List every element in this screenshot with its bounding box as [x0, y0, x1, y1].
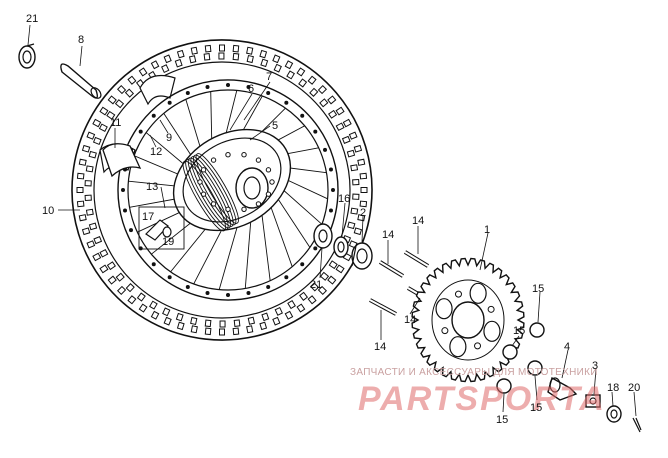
part-label-20: 20 [628, 382, 640, 394]
nuts-15 [496, 322, 545, 394]
watermark-caption: ЗАПЧАСТИ И АКСЕССУАРЫ ДЛЯ МОТОТЕХНИКИ [350, 367, 598, 378]
part-label-21: 21 [26, 13, 38, 25]
part-label-14-top: 14 [412, 215, 424, 227]
part-label-13: 13 [146, 181, 158, 193]
watermark-brand: PARTSPORTA [358, 380, 606, 418]
spacer-tube-8 [60, 63, 102, 99]
part-label-14-bottom: 14 [374, 341, 386, 353]
rim-band-11 [102, 143, 142, 178]
part-label-16: 16 [338, 193, 350, 205]
axle-spacer-4 [547, 376, 578, 401]
part-labels: 21 8 7 6 5 9 11 12 13 10 17 19 16 2 14 1… [26, 13, 640, 426]
part-label-17: 17 [142, 211, 154, 223]
bearing-21-middle [313, 223, 333, 249]
cotter-pin-20 [632, 417, 642, 433]
part-label-18: 18 [607, 382, 619, 394]
watermark: ЗАПЧАСТИ И АКСЕССУАРЫ ДЛЯ МОТОТЕХНИКИ PA… [350, 367, 606, 418]
adjuster-3 [585, 394, 601, 408]
part-label-12: 12 [150, 146, 162, 158]
part-label-3: 3 [592, 360, 598, 372]
part-label-21-middle: 21 [310, 279, 322, 291]
hub [172, 128, 292, 232]
leader-lines [27, 24, 637, 417]
part-label-8: 8 [78, 34, 84, 46]
part-label-15-top: 15 [532, 283, 544, 295]
damper-box-17-19 [138, 206, 185, 250]
part-label-14-right: 14 [404, 314, 416, 326]
part-label-6: 6 [248, 83, 254, 95]
part-label-15-bottom: 15 [496, 414, 508, 426]
part-label-19: 19 [162, 236, 174, 248]
part-label-9: 9 [166, 132, 172, 144]
axle-nut-18 [606, 405, 622, 423]
part-label-5: 5 [272, 120, 278, 132]
part-label-4: 4 [564, 341, 570, 353]
part-label-2: 2 [360, 207, 366, 219]
part-label-15-low: 15 [530, 402, 542, 414]
part-label-15-mid: 15 [513, 325, 525, 337]
collar-2 [351, 242, 373, 270]
part-label-10: 10 [42, 205, 54, 217]
oil-seal-16 [333, 236, 349, 258]
bearing-21-top [18, 43, 36, 69]
part-label-14-mid: 14 [382, 229, 394, 241]
part-label-1: 1 [484, 224, 490, 236]
sprocket-1 [411, 257, 525, 383]
part-label-7: 7 [266, 71, 272, 83]
part-label-11: 11 [110, 117, 121, 129]
